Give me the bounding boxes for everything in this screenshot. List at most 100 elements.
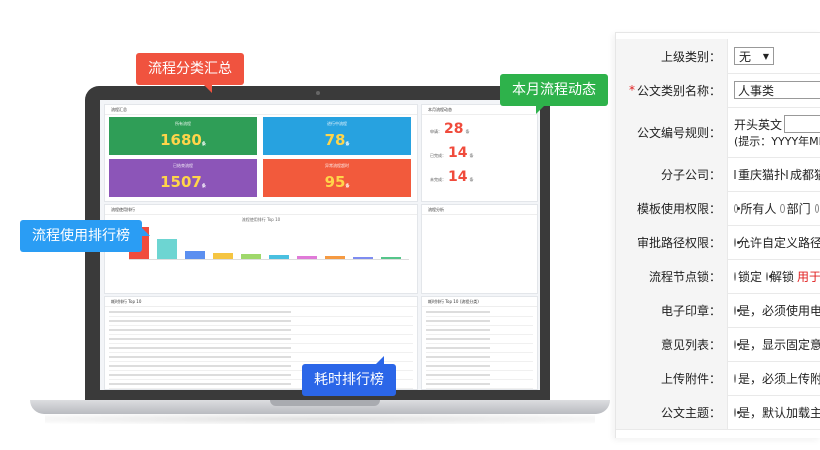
tile-label: 进行中流程 — [327, 121, 347, 126]
usage-rank-panel: 流程使用排行 流程使用排行 Top 10 — [104, 204, 418, 294]
radio-label: 解锁 — [770, 269, 795, 284]
radio-button[interactable] — [734, 305, 740, 315]
table-row — [109, 326, 413, 335]
category-name-input[interactable]: 人事类 — [734, 81, 820, 99]
prefix-label: 开头英文 — [734, 117, 783, 132]
time-rank-category-table — [426, 308, 533, 389]
callout-monthly-text: 本月流程动态 — [512, 82, 596, 98]
dropdown-arrow-icon: ▼ — [762, 52, 769, 61]
radio-button[interactable] — [734, 407, 740, 417]
form-value: 是，默认加载主题 — [734, 395, 820, 429]
table-row — [426, 362, 533, 371]
callout-time-rank-text: 耗时排行榜 — [314, 372, 384, 388]
radio-button[interactable] — [814, 203, 820, 213]
document-category-form: 上级类别：无▼*公文类别名称：人事类公文编号规则：开头英文+(提示：YYYY年M… — [615, 32, 820, 438]
required-mark: * — [628, 83, 635, 97]
form-row: 上传附件： 是，必须上传附件 — [616, 361, 820, 396]
form-row: 流程节点锁：锁定解锁用于 — [616, 259, 820, 294]
radio-label: 是，默认加载主题 — [738, 405, 820, 420]
form-row: 审批路径权限：允许自定义路径 — [616, 225, 820, 260]
form-value: 无▼ — [734, 39, 820, 73]
radio-label: 是，必须使用电印 — [738, 303, 820, 318]
callout-tail — [376, 356, 384, 364]
radio-button[interactable] — [734, 373, 736, 383]
radio-label: 所有人 — [740, 201, 777, 216]
table-row — [109, 344, 413, 353]
summary-panel: 流程汇总 所有流程 1680条进行中流程 78条已结束流程 1507条异常流程超… — [104, 104, 418, 202]
form-value: 所有人部门 — [734, 191, 820, 225]
usage-bar — [157, 238, 177, 259]
tile-value: 78条 — [324, 131, 350, 149]
radio-button[interactable] — [734, 271, 736, 281]
table-row — [109, 335, 413, 344]
laptop-base — [30, 400, 610, 414]
form-row: *公文类别名称： 人事类 — [616, 73, 820, 108]
form-value: 是，必须上传附件 — [734, 361, 820, 395]
form-label: 审批路径权限： — [616, 225, 728, 259]
form-label: 意见列表： — [616, 327, 728, 361]
chart-title: 流程使用排行 Top 10 — [241, 217, 281, 222]
callout-usage-rank-text: 流程使用排行榜 — [32, 228, 130, 244]
callout-tail — [142, 228, 150, 236]
form-row: 公文编号规则：开头英文+(提示：YYYY年MM月 — [616, 107, 820, 158]
dynamic-panel-title: 本月流程动态 — [422, 105, 537, 115]
callout-summary-text: 流程分类汇总 — [148, 61, 232, 77]
usage-bar — [241, 253, 261, 259]
tile-label: 异常流程超时 — [325, 163, 349, 168]
radio-button[interactable] — [734, 237, 740, 247]
usage-bar — [269, 254, 289, 259]
analysis-panel-title: 流程分析 — [422, 205, 537, 215]
radio-button[interactable] — [766, 271, 773, 281]
table-row — [426, 317, 533, 326]
callout-tail — [204, 85, 212, 93]
form-label: 电子印章： — [616, 293, 728, 327]
form-row: 分子公司：重庆猫扑成都猫 — [616, 157, 820, 192]
summary-tile[interactable]: 已结束流程 1507条 — [109, 159, 257, 197]
form-label: 公文主题： — [616, 395, 728, 429]
summary-tile[interactable]: 进行中流程 78条 — [263, 117, 411, 155]
tile-value: 1680条 — [160, 131, 206, 149]
checkbox[interactable] — [786, 169, 789, 179]
table-row — [109, 353, 413, 362]
prefix-input[interactable] — [784, 115, 820, 133]
table-row — [109, 362, 413, 371]
laptop-shadow — [45, 414, 595, 424]
radio-button[interactable] — [780, 203, 785, 213]
radio-button[interactable] — [734, 339, 740, 349]
form-label: 公文编号规则： — [616, 107, 728, 157]
radio-button[interactable] — [734, 203, 741, 213]
form-label: 上级类别： — [616, 39, 728, 73]
laptop-notch — [270, 400, 380, 406]
table-row — [109, 380, 413, 389]
parent-category-select[interactable]: 无▼ — [734, 47, 774, 65]
table-row — [426, 344, 533, 353]
summary-tile[interactable]: 异常流程超时 95条 — [263, 159, 411, 197]
form-row: 电子印章： 是，必须使用电印 — [616, 293, 820, 328]
usage-bar-chart — [129, 225, 409, 260]
callout-tail — [536, 106, 544, 114]
radio-label: 是，必须上传附件 — [738, 371, 820, 386]
form-row: 上级类别： 无▼ — [616, 39, 820, 74]
callout-summary: 流程分类汇总 — [136, 53, 244, 93]
camera-dot — [316, 91, 320, 95]
tile-value: 1507条 — [160, 173, 206, 191]
form-row: 公文主题： 是，默认加载主题 — [616, 395, 820, 430]
form-value: 重庆猫扑成都猫 — [734, 157, 820, 191]
form-value: 是，必须使用电印 — [734, 293, 820, 327]
table-row — [426, 371, 533, 380]
table-row — [109, 317, 413, 326]
form-row: 意见列表：是，显示固定意见 — [616, 327, 820, 362]
form-label: 上传附件： — [616, 361, 728, 395]
form-label: *公文类别名称： — [616, 73, 728, 107]
summary-tile[interactable]: 所有流程 1680条 — [109, 117, 257, 155]
checkbox[interactable] — [734, 169, 736, 179]
time-rank-category-panel-title: 耗时排行 Top 10 (流程分类) — [422, 297, 537, 307]
table-row — [426, 335, 533, 344]
form-value: 开头英文+(提示：YYYY年MM月 — [734, 107, 820, 157]
lock-note: 用于 — [797, 269, 820, 284]
tile-value: 95条 — [324, 173, 350, 191]
tile-label: 已结束流程 — [173, 163, 193, 168]
